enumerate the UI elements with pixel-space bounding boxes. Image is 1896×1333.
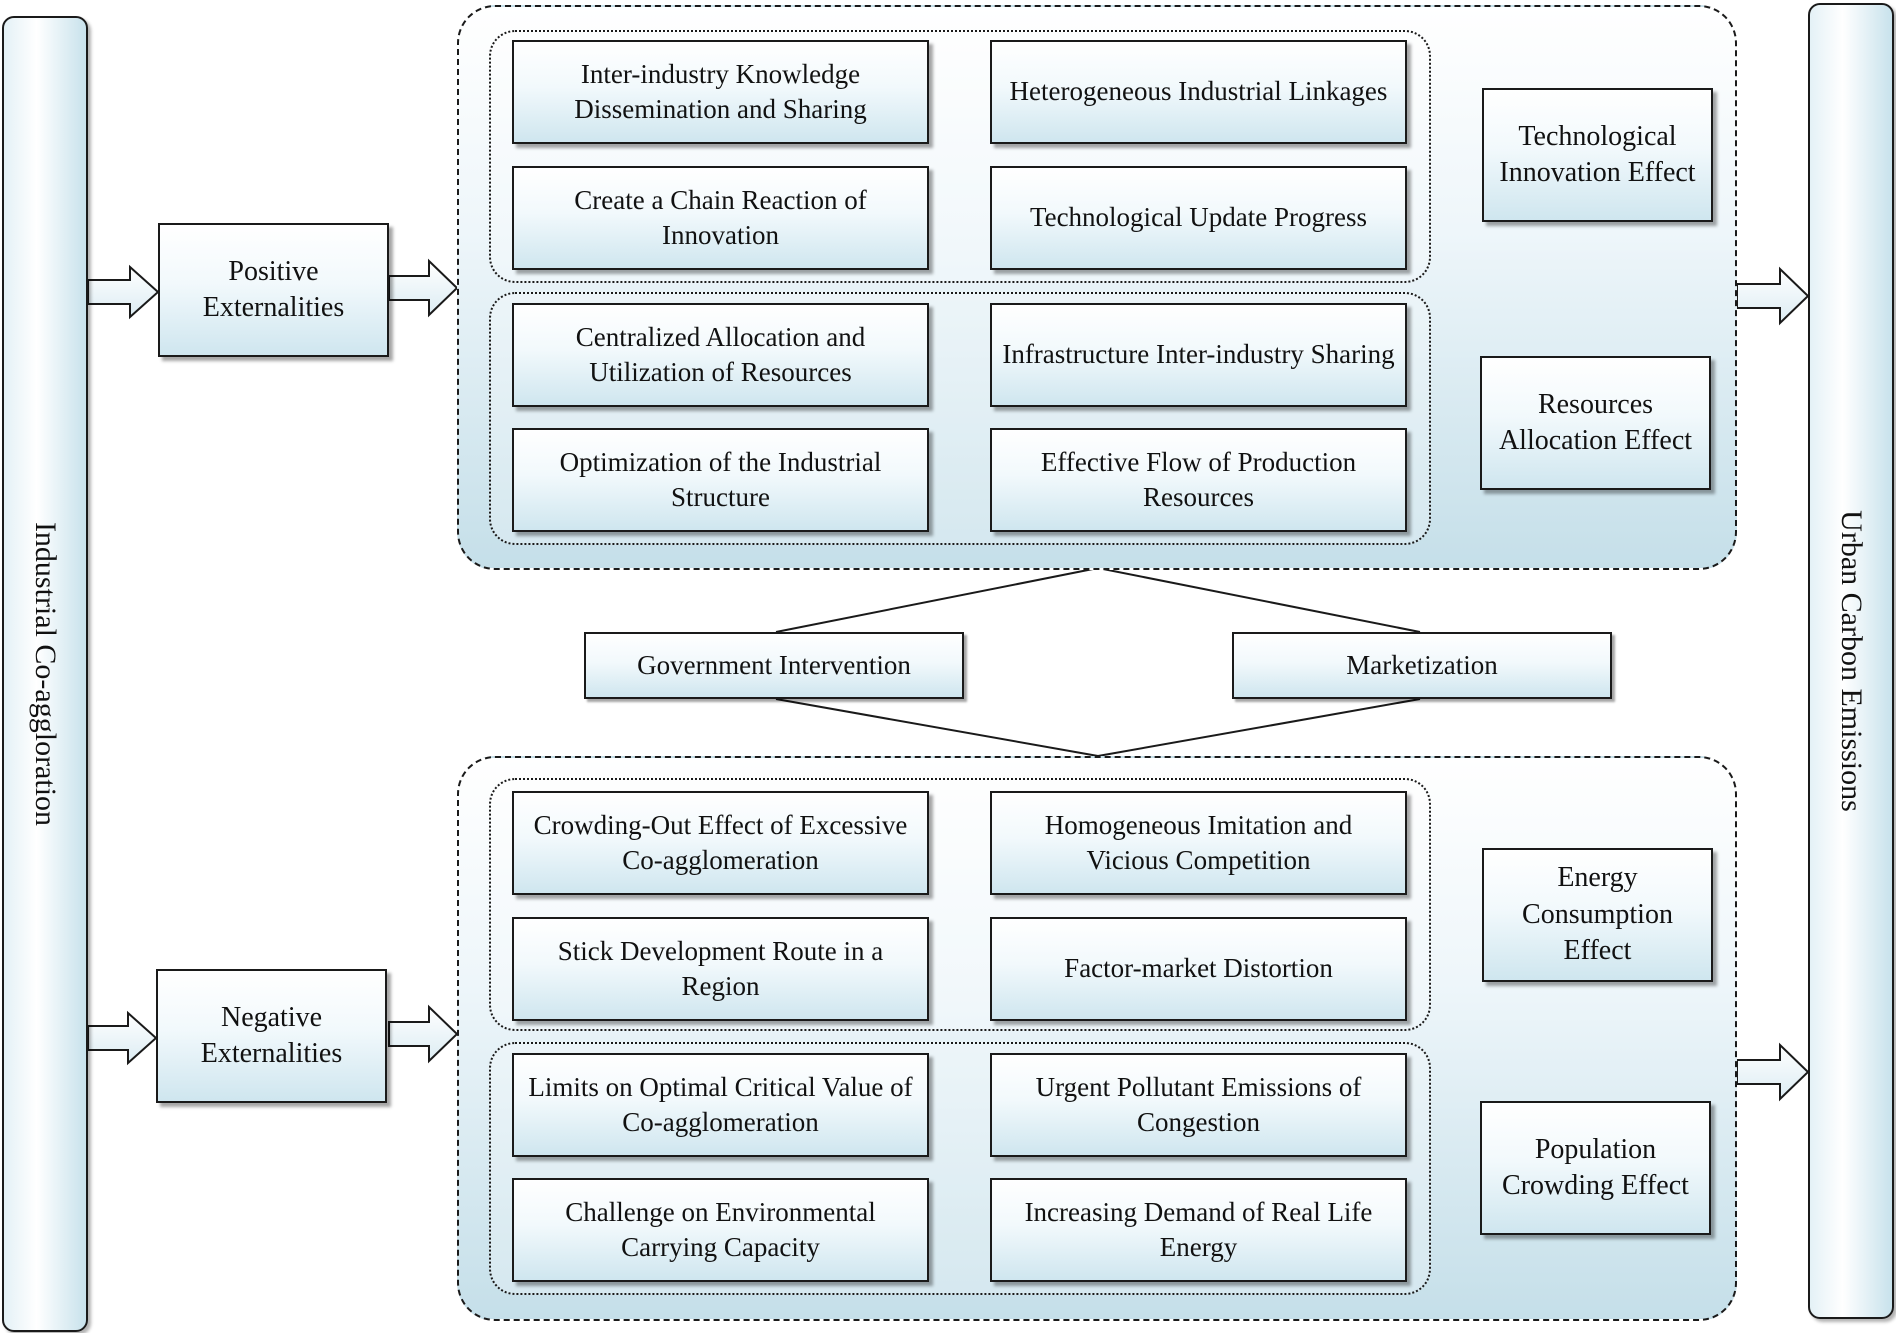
arrow-negative-to-emissions: [1736, 1042, 1810, 1102]
production-flow-box: Effective Flow of Production Resources: [990, 428, 1407, 532]
marketization-box: Marketization: [1232, 632, 1612, 699]
heterogeneous-linkages-box: Heterogeneous Industrial Linkages: [990, 40, 1407, 144]
negative-externalities-box: Negative Externalities: [156, 969, 387, 1103]
arrow-positive-to-emissions: [1736, 266, 1810, 326]
pollutant-emissions-box: Urgent Pollutant Emissions of Congestion: [990, 1053, 1407, 1157]
government-intervention-box: Government Intervention: [584, 632, 964, 699]
arrow-to-negative: [87, 1010, 158, 1066]
industrial-structure-box: Optimization of the Industrial Structure: [512, 428, 929, 532]
carrying-capacity-box: Challenge on Environmental Carrying Capa…: [512, 1178, 929, 1282]
technological-innovation-effect-box: Technological Innovation Effect: [1482, 88, 1713, 222]
market-line-bottom: [1097, 698, 1421, 757]
chain-reaction-box: Create a Chain Reaction of Innovation: [512, 166, 929, 270]
industrial-coagglomeration-label: Industrial Co-aggloration: [29, 521, 62, 827]
arrow-negative-to-group: [388, 1004, 459, 1064]
knowledge-dissemination-box: Inter-industry Knowledge Dissemination a…: [512, 40, 929, 144]
real-life-energy-box: Increasing Demand of Real Life Energy: [990, 1178, 1407, 1282]
infrastructure-sharing-box: Infrastructure Inter-industry Sharing: [990, 303, 1407, 407]
energy-consumption-effect-box: Energy Consumption Effect: [1482, 848, 1713, 982]
gov-line-bottom: [775, 698, 1099, 757]
population-crowding-effect-box: Population Crowding Effect: [1480, 1101, 1711, 1235]
factor-market-distortion-box: Factor-market Distortion: [990, 917, 1407, 1021]
optimal-critical-value-box: Limits on Optimal Critical Value of Co-a…: [512, 1053, 929, 1157]
market-line-top: [1097, 567, 1421, 633]
arrow-to-positive: [87, 264, 160, 320]
urban-carbon-emissions-bar: Urban Carbon Emissions: [1808, 3, 1894, 1319]
industrial-coagglomeration-bar: Industrial Co-aggloration: [2, 16, 88, 1332]
positive-externalities-box: Positive Externalities: [158, 223, 389, 357]
technological-update-box: Technological Update Progress: [990, 166, 1407, 270]
gov-line-top: [775, 567, 1099, 633]
crowding-out-box: Crowding-Out Effect of Excessive Co-aggl…: [512, 791, 929, 895]
urban-carbon-emissions-label: Urban Carbon Emissions: [1835, 510, 1868, 812]
resources-allocation-effect-box: Resources Allocation Effect: [1480, 356, 1711, 490]
arrow-positive-to-group: [388, 258, 459, 318]
moderator-lines: [775, 567, 1421, 757]
centralized-allocation-box: Centralized Allocation and Utilization o…: [512, 303, 929, 407]
stick-development-box: Stick Development Route in a Region: [512, 917, 929, 1021]
homogeneous-imitation-box: Homogeneous Imitation and Vicious Compet…: [990, 791, 1407, 895]
